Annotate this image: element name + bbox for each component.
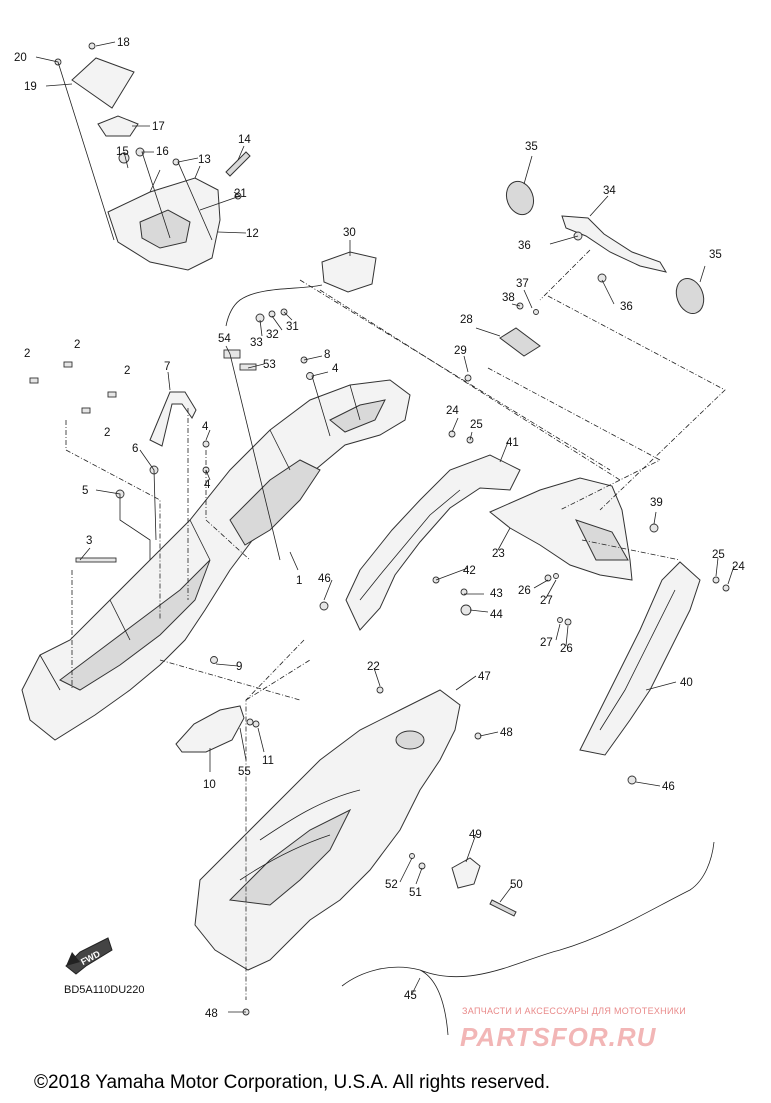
callout-12: 12 — [246, 228, 259, 240]
callout-46: 46 — [662, 781, 675, 793]
callout-38: 38 — [502, 292, 515, 304]
callout-22: 22 — [367, 661, 380, 673]
callout-29: 29 — [454, 345, 467, 357]
callout-20: 20 — [14, 52, 27, 64]
part-30-connector — [321, 251, 377, 293]
diagram-code: BD5A110DU220 — [64, 984, 145, 996]
watermark: ЗАПЧАСТИ И АКСЕССУАРЫ ДЛЯ МОТОТЕХНИКИ PA… — [460, 1006, 686, 1052]
callout-35: 35 — [525, 141, 538, 153]
callout-36: 36 — [620, 301, 633, 313]
part-10-cover — [175, 705, 245, 753]
callout-48: 48 — [205, 1008, 218, 1020]
callout-50: 50 — [510, 879, 523, 891]
callout-9: 9 — [236, 661, 242, 673]
callout-44: 44 — [490, 609, 503, 621]
callout-41: 41 — [506, 437, 519, 449]
callout-26: 26 — [560, 643, 573, 655]
part-23-tail-housing — [489, 477, 633, 581]
callout-47: 47 — [478, 671, 491, 683]
callout-4: 4 — [202, 421, 209, 433]
callout-30: 30 — [343, 227, 356, 239]
callout-10: 10 — [203, 779, 216, 791]
callout-54: 54 — [218, 333, 231, 345]
callout-28: 28 — [460, 314, 473, 326]
callout-4: 4 — [204, 479, 211, 491]
part-35-reflector-right — [675, 278, 705, 314]
callout-51: 51 — [409, 887, 422, 899]
callout-17: 17 — [152, 121, 165, 133]
part-14-rod — [225, 151, 251, 177]
callout-34: 34 — [603, 185, 616, 197]
callout-25: 25 — [712, 549, 725, 561]
callout-27: 27 — [540, 637, 553, 649]
part-41-left-grab-rail — [345, 454, 521, 631]
callout-23: 23 — [492, 548, 505, 560]
callout-31: 31 — [286, 321, 299, 333]
callout-2: 2 — [24, 348, 30, 360]
callout-42: 42 — [463, 565, 476, 577]
part-40-right-grab-rail — [579, 561, 701, 756]
part-35-reflector-left — [505, 180, 535, 216]
callout-labels: 1 2 2 2 2 3 4 4 4 5 6 7 8 9 10 11 12 13 … — [14, 37, 745, 1020]
callout-46: 46 — [318, 573, 331, 585]
callout-27: 27 — [540, 595, 553, 607]
fwd-arrow-icon — [66, 952, 80, 966]
callout-21: 21 — [234, 188, 247, 200]
copyright-notice: ©2018 Yamaha Motor Corporation, U.S.A. A… — [34, 1072, 550, 1093]
callout-16: 16 — [156, 146, 169, 158]
part-7-strap — [149, 391, 197, 447]
callout-25: 25 — [470, 419, 483, 431]
callout-19: 19 — [24, 81, 37, 93]
callout-24: 24 — [446, 405, 459, 417]
callout-35: 35 — [709, 249, 722, 261]
callout-33: 33 — [250, 337, 263, 349]
callout-39: 39 — [650, 497, 663, 509]
callout-5: 5 — [82, 485, 88, 497]
part-illustrations — [21, 42, 730, 1036]
callout-55: 55 — [238, 766, 251, 778]
fwd-direction-badge: FWD — [65, 937, 113, 975]
callout-49: 49 — [469, 829, 482, 841]
callout-45: 45 — [404, 990, 417, 1002]
callout-37: 37 — [516, 278, 529, 290]
callout-48: 48 — [500, 727, 513, 739]
callout-4: 4 — [332, 363, 339, 375]
callout-15: 15 — [116, 146, 129, 158]
fasteners — [29, 42, 730, 1016]
callout-7: 7 — [164, 361, 170, 373]
callout-24: 24 — [732, 561, 745, 573]
callout-18: 18 — [117, 37, 130, 49]
callout-53: 53 — [263, 359, 276, 371]
callout-11: 11 — [262, 755, 274, 767]
leader-lines — [35, 41, 735, 1013]
callout-1: 1 — [296, 575, 302, 587]
callout-2: 2 — [74, 339, 80, 351]
callout-36: 36 — [518, 240, 531, 252]
callout-14: 14 — [238, 134, 251, 146]
callout-13: 13 — [198, 154, 211, 166]
callout-40: 40 — [680, 677, 693, 689]
part-34-bracket — [561, 215, 668, 273]
part-49-socket — [451, 857, 481, 889]
part-50-rod — [489, 899, 517, 917]
part-45-wire-harness — [341, 841, 715, 1036]
callout-32: 32 — [266, 329, 279, 341]
watermark-tagline: ЗАПЧАСТИ И АКСЕССУАРЫ ДЛЯ МОТОТЕХНИКИ — [462, 1006, 686, 1016]
callout-26: 26 — [518, 585, 531, 597]
callout-6: 6 — [132, 443, 138, 455]
callout-2: 2 — [124, 365, 130, 377]
callout-3: 3 — [86, 535, 92, 547]
part-18-plate — [71, 57, 135, 109]
callout-8: 8 — [324, 349, 330, 361]
callout-43: 43 — [490, 588, 503, 600]
callout-2: 2 — [104, 427, 110, 439]
watermark-brand: PARTSFOR.RU — [460, 1022, 657, 1052]
callout-52: 52 — [385, 879, 398, 891]
part-17-clamp — [97, 115, 139, 137]
part-28-pad — [499, 327, 541, 357]
